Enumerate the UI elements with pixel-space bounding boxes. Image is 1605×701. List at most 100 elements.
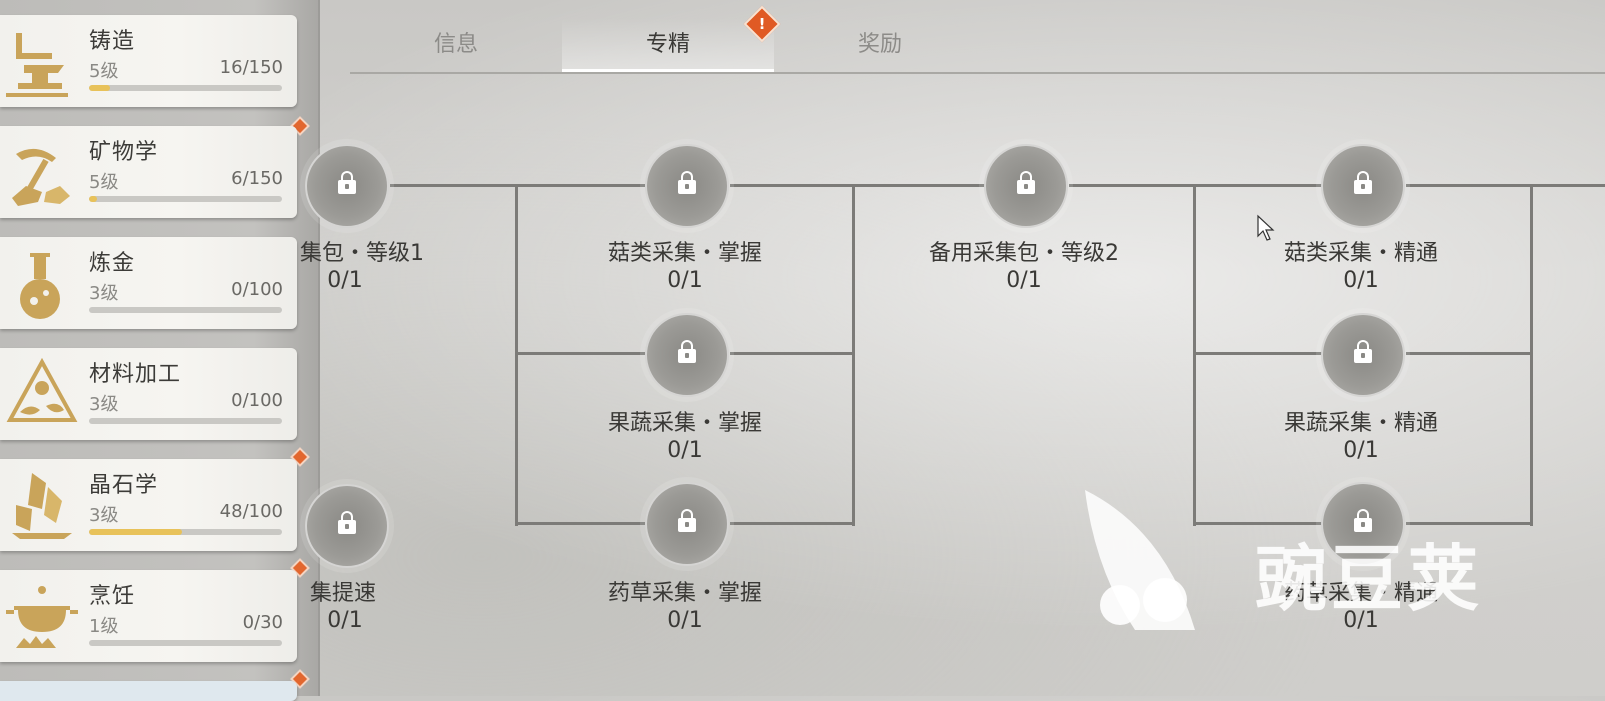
skill-node-herb-expert[interactable] (1321, 482, 1405, 566)
watermark-text: 豌豆荚 (1255, 537, 1484, 621)
skill-node-mushroom-expert[interactable] (1321, 144, 1405, 228)
lock-icon (1354, 171, 1372, 194)
skill-progress-bar (89, 418, 282, 424)
tree-connector (1193, 184, 1196, 526)
skill-name: 晶石学 (89, 473, 159, 498)
lock-icon (338, 171, 356, 194)
tab-alert-mark: ! (758, 15, 766, 33)
skill-name: 矿物学 (89, 140, 159, 165)
lock-icon (678, 509, 696, 532)
lock-icon (338, 511, 356, 534)
node-title: 集包・等级1 (300, 241, 424, 266)
tree-connector (1193, 352, 1323, 355)
lock-icon (678, 340, 696, 363)
node-count: 0/1 (667, 268, 703, 293)
skill-name: 炼金 (89, 251, 136, 276)
tree-connector (730, 184, 985, 187)
tab-rewards[interactable]: 奖励 (857, 32, 902, 57)
tab-specialization[interactable]: 专精 (562, 18, 774, 72)
skill-sidebar: 铸造 5级 16/150 矿物学 5级 6/150 (0, 0, 320, 701)
tree-connector (1530, 184, 1533, 526)
skill-node-mushroom-mastery[interactable] (645, 144, 729, 228)
lock-icon (678, 171, 696, 194)
material-icon (2, 354, 84, 436)
skill-progress-fill (89, 196, 97, 202)
tree-connector (1193, 522, 1323, 525)
skill-node-gather-speed[interactable] (305, 484, 389, 568)
skill-card-mineralogy[interactable]: 矿物学 5级 6/150 (0, 126, 297, 218)
node-title: 菇类采集・精通 (1283, 241, 1438, 266)
skill-node-fruit-expert[interactable] (1321, 313, 1405, 397)
skill-node-bag-lv2[interactable] (984, 144, 1068, 228)
skill-card-crystallography[interactable]: 晶石学 3级 48/100 (0, 459, 297, 551)
skill-name: 材料加工 (89, 362, 182, 387)
tree-connector (1406, 522, 1533, 525)
skill-card-material-processing[interactable]: 材料加工 3级 0/100 (0, 348, 297, 440)
node-count: 0/1 (327, 268, 363, 293)
skill-progress-text: 6/150 (231, 168, 283, 189)
skill-progress-bar (89, 85, 282, 91)
tree-connector (1406, 352, 1533, 355)
skill-level: 5级 (89, 172, 119, 193)
skill-progress-text: 0/30 (242, 612, 283, 633)
node-count: 0/1 (667, 608, 703, 633)
lock-icon (1017, 171, 1035, 194)
skill-progress-bar (89, 529, 282, 535)
tree-connector (1406, 184, 1605, 187)
lock-icon (1354, 509, 1372, 532)
lock-icon (1354, 340, 1372, 363)
tree-connector (515, 184, 518, 526)
tab-bar: 信息 专精 奖励 (350, 18, 1605, 74)
skill-progress-fill (89, 529, 182, 535)
anvil-icon (2, 21, 84, 103)
node-title: 备用采集包・等级2 (929, 241, 1119, 266)
node-title: 果蔬采集・掌握 (607, 411, 762, 436)
skill-level: 3级 (89, 283, 119, 304)
skill-progress-bar (89, 640, 282, 646)
skill-level: 1级 (89, 616, 119, 637)
node-count: 0/1 (1343, 268, 1379, 293)
cooking-pot-icon (2, 576, 84, 658)
skill-progress-bar (89, 307, 282, 313)
skill-progress-text: 0/100 (231, 390, 283, 411)
skill-progress-text: 16/150 (219, 57, 283, 78)
skill-node-fruit-mastery[interactable] (645, 313, 729, 397)
node-count: 0/1 (1006, 268, 1042, 293)
skill-card-partial[interactable] (0, 681, 297, 701)
skill-name: 烹饪 (89, 584, 136, 609)
node-title: 药草采集・掌握 (607, 581, 762, 606)
node-count: 0/1 (1343, 438, 1379, 463)
skill-level: 3级 (89, 394, 119, 415)
tab-info[interactable]: 信息 (433, 32, 478, 57)
tree-connector (730, 352, 855, 355)
crystal-icon (2, 465, 84, 547)
skill-node-herb-mastery[interactable] (645, 482, 729, 566)
skill-node-bag-lv1[interactable] (305, 144, 389, 228)
skill-card-alchemy[interactable]: 炼金 3级 0/100 (0, 237, 297, 329)
node-count: 0/1 (327, 608, 363, 633)
node-count: 0/1 (667, 438, 703, 463)
skill-progress-bar (89, 196, 282, 202)
tree-connector (730, 522, 855, 525)
flask-icon (2, 243, 84, 325)
skill-progress-text: 0/100 (231, 279, 283, 300)
skill-progress-text: 48/100 (219, 501, 283, 522)
cursor-icon (1257, 214, 1275, 241)
skill-card-casting[interactable]: 铸造 5级 16/150 (0, 15, 297, 107)
skill-progress-fill (89, 85, 110, 91)
node-title: 集提速 (310, 581, 377, 606)
tree-connector (515, 522, 645, 525)
tree-connector (852, 184, 855, 526)
node-count: 0/1 (1343, 608, 1379, 633)
skill-card-cooking[interactable]: 烹饪 1级 0/30 (0, 570, 297, 662)
tab-divider (350, 72, 1605, 74)
node-title: 菇类采集・掌握 (607, 241, 762, 266)
skill-level: 3级 (89, 505, 119, 526)
skill-name: 铸造 (89, 29, 136, 54)
pickaxe-icon (2, 132, 84, 214)
tree-connector (1069, 184, 1324, 187)
watermark-logo: 豌豆荚 (1075, 470, 1535, 640)
skill-level: 5级 (89, 61, 119, 82)
node-title: 药草采集・精通 (1283, 581, 1438, 606)
tree-connector (515, 352, 645, 355)
